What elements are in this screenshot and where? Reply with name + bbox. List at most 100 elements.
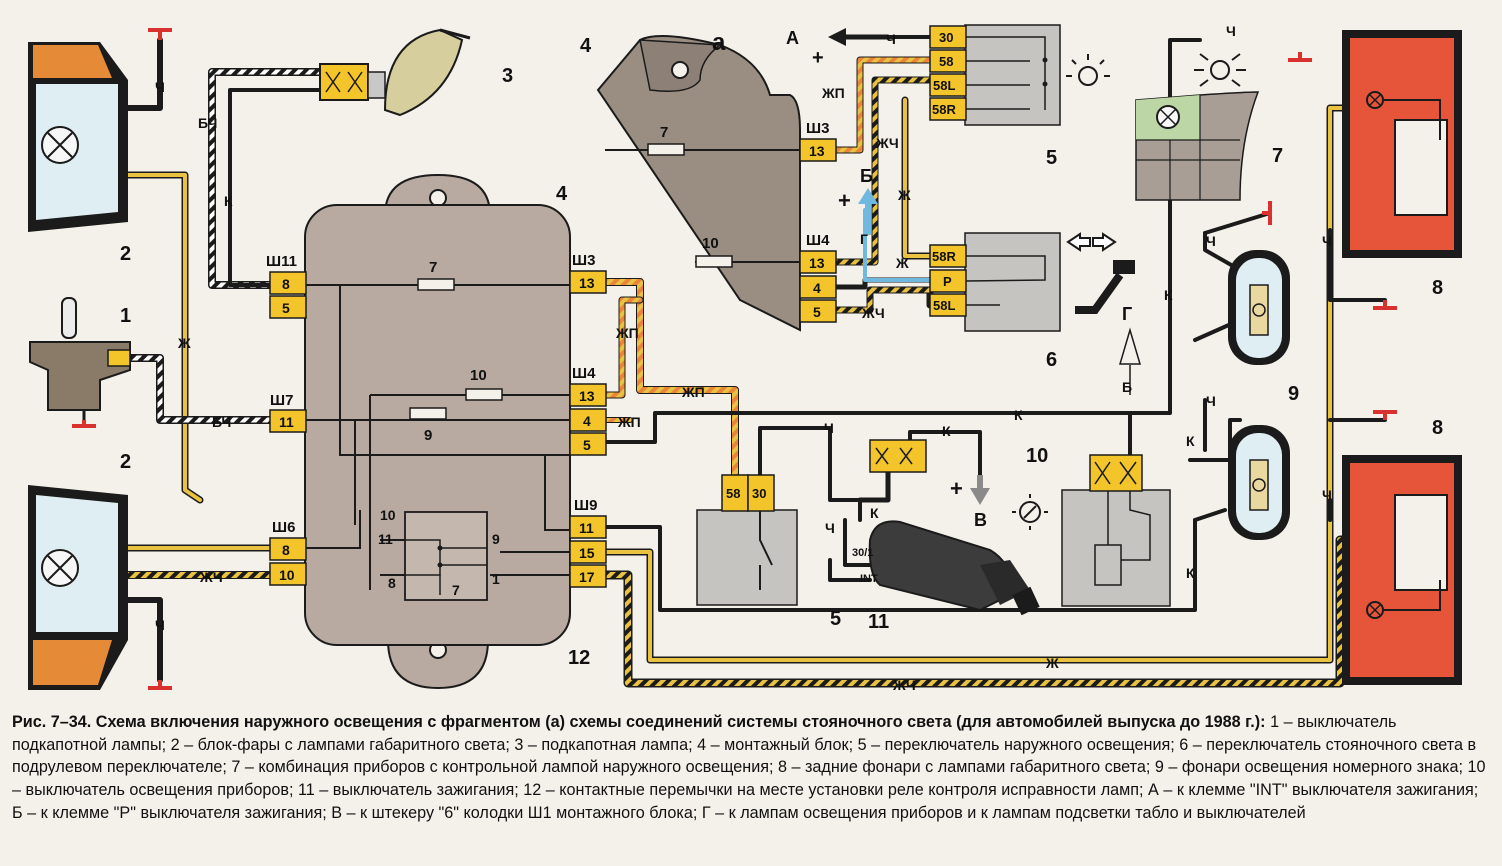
label-7: 7 <box>1272 145 1283 167</box>
wire-k-1: К <box>224 193 233 209</box>
ignition-switch <box>868 439 1040 616</box>
wire-ch-4: Ч <box>825 520 835 536</box>
label-2-lower: 2 <box>120 451 131 473</box>
wire-zh-3: Ж <box>897 187 911 203</box>
pin-sw5f-58: 58 <box>939 54 953 69</box>
arrows <box>828 28 1142 505</box>
wire-zhch-4: ЖЧ <box>861 305 885 321</box>
wire-bch-1: БЧ <box>198 115 217 131</box>
wire-ch-2: Ч <box>155 617 165 633</box>
wires <box>116 35 1387 688</box>
pin-frag-sh4-13: 13 <box>809 255 825 271</box>
mounting-block <box>304 173 571 690</box>
terminal-v: В <box>974 510 987 530</box>
fuse-10: 10 <box>470 367 487 384</box>
labels: 1 2 2 3 4 4 5 5 6 7 8 8 9 10 11 12 а Ш11… <box>120 23 1443 693</box>
rear-lamp-upper <box>1342 30 1462 258</box>
wire-ch-10: Ч <box>1322 487 1332 503</box>
label-5-frag: 5 <box>1046 147 1057 169</box>
pin-sw5-58: 58 <box>726 486 740 501</box>
label-10: 10 <box>1026 445 1048 467</box>
pin-sh11-5: 5 <box>282 300 290 316</box>
frag-fuse-7: 7 <box>660 124 668 141</box>
terminal-30-1: 30/1 <box>852 547 873 559</box>
ground-symbols <box>72 28 1397 690</box>
rear-lamp-lower <box>1342 455 1462 685</box>
pin-sh4-13: 13 <box>579 388 595 404</box>
plate-lamp-upper <box>1228 250 1290 365</box>
terminal-g: Г <box>1122 304 1132 324</box>
label-2-upper: 2 <box>120 243 131 265</box>
pin-sh3-13: 13 <box>579 275 595 291</box>
wiring-diagram: 1 2 2 3 4 4 5 5 6 7 8 8 9 10 11 12 а Ш11… <box>28 23 1462 693</box>
terminal-a: А <box>786 28 799 48</box>
terminal-v-plus: + <box>950 476 963 501</box>
terminal-a-plus: + <box>812 47 824 69</box>
parking-light-switch <box>929 232 1135 332</box>
connector-sh3: Ш3 <box>572 252 595 269</box>
wire-k-6: К <box>1186 433 1195 449</box>
wire-k-7: К <box>1186 565 1195 581</box>
connector-pins-main <box>269 270 607 588</box>
wire-k-4: К <box>870 505 879 521</box>
label-4-main: 4 <box>556 183 568 205</box>
frag-fuse-10: 10 <box>702 235 719 252</box>
wire-ch-6: Ч <box>1226 23 1236 39</box>
pin-sw6-p: P <box>943 274 952 289</box>
wire-zhp-4: ЖП <box>821 85 845 101</box>
wire-ch-7: Ч <box>1206 233 1216 249</box>
fuse-9: 9 <box>424 427 432 444</box>
pin-sh9-11: 11 <box>579 520 594 536</box>
label-12: 12 <box>568 647 590 669</box>
fragment-label: а <box>712 29 726 56</box>
plate-lamp-lower <box>1228 425 1290 540</box>
light-switch-fragment <box>929 24 1110 126</box>
wire-zh-1: Ж <box>177 335 191 351</box>
instrument-cluster <box>1135 53 1260 201</box>
wire-k-5: К <box>1164 287 1173 303</box>
jumper-9: 9 <box>492 531 500 547</box>
hood-switch <box>29 297 131 420</box>
wire-k-2: К <box>1014 407 1023 423</box>
hood-lamp <box>319 28 471 117</box>
light-switch <box>696 474 798 606</box>
connector-frag-sh4: Ш4 <box>806 232 830 249</box>
pin-sw6-58l: 58L <box>933 298 955 313</box>
pin-sw5f-58r: 58R <box>932 102 956 117</box>
headlight-upper <box>28 42 128 232</box>
wire-k-3: К <box>942 423 951 439</box>
label-5: 5 <box>830 608 841 630</box>
pin-sw5f-58l: 58L <box>933 78 955 93</box>
connector-sh4: Ш4 <box>572 365 596 382</box>
wire-zhch-2: ЖЧ <box>892 677 916 693</box>
label-8-lower: 8 <box>1432 417 1443 439</box>
pin-sh7-11: 11 <box>279 414 294 430</box>
jumper-7: 7 <box>452 582 460 598</box>
pin-sh6-10: 10 <box>279 567 295 583</box>
wire-zhp-2: ЖП <box>681 384 705 400</box>
caption-text: 1 – выключатель подкапотной лампы; 2 – б… <box>12 713 1486 822</box>
headlight-lower <box>28 485 128 690</box>
jumper-1: 1 <box>492 571 500 587</box>
label-6: 6 <box>1046 349 1057 371</box>
wire-ch-8: Ч <box>1206 393 1216 409</box>
pin-sh11-8: 8 <box>282 276 290 292</box>
wire-zh-2: Ж <box>1045 655 1059 671</box>
pin-sh6-8: 8 <box>282 542 290 558</box>
label-9: 9 <box>1288 383 1299 405</box>
label-4-frag: 4 <box>580 35 592 57</box>
wire-g-1: Г <box>860 231 868 247</box>
label-3: 3 <box>502 65 513 87</box>
wire-bch-2: БЧ <box>212 414 231 430</box>
terminal-int: INT <box>860 573 878 585</box>
instrument-light-switch <box>1012 454 1171 607</box>
label-1: 1 <box>120 305 131 327</box>
label-11: 11 <box>868 611 889 633</box>
pin-sh4-4: 4 <box>583 413 591 429</box>
pin-frag-sh4-5: 5 <box>813 304 821 320</box>
figure-caption: Рис. 7–34. Схема включения наружного осв… <box>12 711 1490 825</box>
pin-sw6-58r: 58R <box>932 249 956 264</box>
label-8-upper: 8 <box>1432 277 1443 299</box>
jumper-8: 8 <box>388 575 396 591</box>
